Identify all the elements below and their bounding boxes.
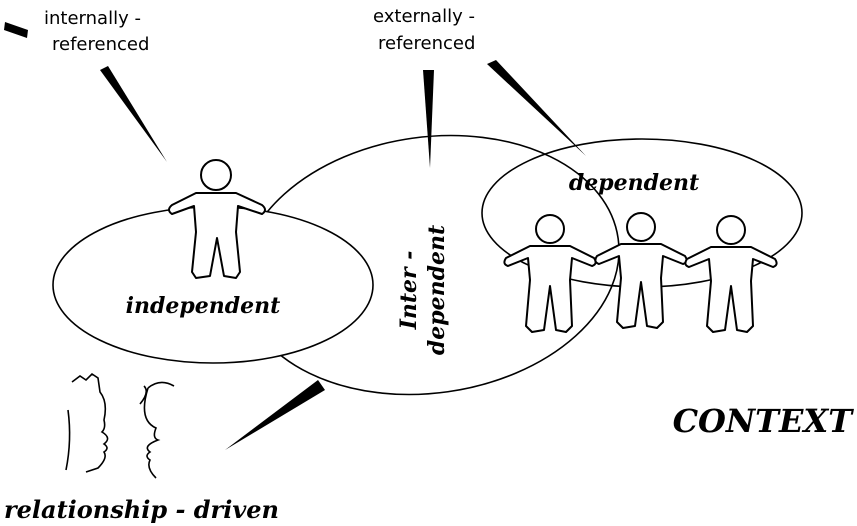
- label-dependent: dependent: [569, 170, 699, 196]
- label-independent: independent: [126, 293, 281, 319]
- dash-mark: [4, 22, 28, 38]
- dependent-person-figure-3: [684, 215, 778, 333]
- label-externally-line2: referenced: [378, 33, 475, 54]
- pointer-relationship: [225, 380, 325, 450]
- label-context: CONTEXT: [673, 402, 855, 440]
- label-internally-line1: internally -: [44, 8, 141, 29]
- label-externally-line1: externally -: [373, 6, 475, 27]
- dependent-person-figure-1: [503, 214, 597, 333]
- pointer-internally: [100, 66, 167, 162]
- label-inter-line1: Inter -: [396, 251, 422, 331]
- dependent-person-figure-2: [594, 212, 688, 329]
- label-inter-line2: dependent: [424, 225, 450, 355]
- two-faces-icon: [65, 372, 175, 479]
- independent-person-figure: [168, 159, 266, 279]
- label-relationship-driven: relationship - driven: [4, 495, 279, 524]
- label-internally-line2: referenced: [52, 34, 149, 55]
- pointer-inter-top: [423, 70, 434, 168]
- pointer-externally: [487, 60, 586, 156]
